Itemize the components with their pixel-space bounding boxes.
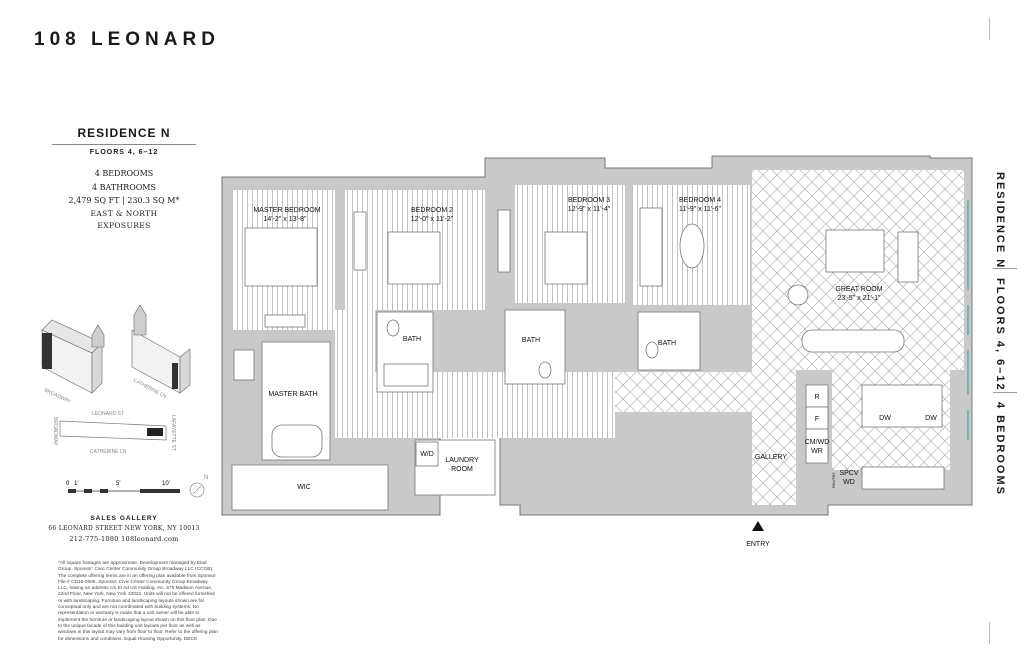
floor-corridor [615,372,752,412]
scale-0: 0 [66,481,70,487]
disclaimer: *All square footages are approximate. De… [58,561,218,642]
label-dw-1: DW [879,415,891,422]
scale-1: 1' [74,481,78,487]
residence-exposure-2: EXPOSURES [97,220,151,230]
street-lafayette: LAFAYETTE ST [170,415,176,451]
label-bedroom-3: BEDROOM 3 [568,197,610,204]
kitchen-column [805,384,829,464]
residence-title: RESIDENCE N [77,126,171,140]
label-master-bedroom: MASTER BEDROOM [253,207,320,214]
floor-wd [415,441,439,467]
street-leonard: LEONARD ST [92,411,124,417]
floor-bath-2 [504,309,566,385]
fixtures [233,229,945,490]
label-bedroom-3-dim: 12'-9" x 11'-4" [568,206,611,213]
label-gallery: GALLERY [755,454,787,461]
street-broadway: BROADWAY [52,417,58,446]
label-wd-kitchen: WD [843,479,855,486]
brand-logo: 108 LEONARD [34,29,220,50]
sales-contact: 212-775-1080 108leonard.com [69,535,179,543]
furniture-beds [244,207,705,328]
floor-gallery [752,170,796,505]
label-bedroom-4: BEDROOM 4 [679,197,721,204]
scale-5: 5' [116,481,120,487]
sales-title: SALES GALLERY [90,515,158,522]
north-arrow-icon: N [189,475,208,498]
residence-area: 2,479 SQ FT | 230.3 SQ M* [68,196,180,206]
side-bedrooms: 4 BEDROOMS [994,402,1006,496]
unit-highlight [147,428,163,436]
building-iso-1 [41,319,105,394]
entry-arrow-icon [752,521,764,531]
label-bedroom-2-dim: 12'-0" x 11'-2" [411,216,454,223]
label-laundry-1: LAUNDRY [445,457,479,464]
key-plan: BROADWAY CATHERINE LN LEONARD ST BROADWA… [41,305,208,498]
street-catherine: CATHERINE LN [90,449,127,455]
label-wd: W/D [420,451,434,458]
label-bedroom-4-dim: 11'-9" x 11'-6" [679,206,722,213]
side-residence: RESIDENCE N [994,172,1006,270]
label-great-room: GREAT ROOM [835,286,882,293]
residence-exposure-1: EAST & NORTH [90,208,158,218]
label-pantry: PANTRY [831,472,836,488]
label-f: F [815,416,819,423]
scale-bar: 0 1' 5' 10' [66,481,180,493]
label-wr: WR [811,448,823,455]
site-outline [59,420,167,441]
side-divider-2 [993,392,1017,393]
residence-info: RESIDENCE N FLOORS 4, 6–12 4 BEDROOMS 4 … [40,126,208,230]
label-cmwd: CM/WD [805,439,830,446]
label-master-bedroom-dim: 14'-2" x 13'-8" [263,216,307,223]
label-bedroom-2: BEDROOM 2 [411,207,453,214]
side-divider-1 [993,268,1017,269]
corner-tick-top [989,18,990,40]
label-great-room-dim: 23'-5" x 21'-1" [837,295,881,302]
label-entry: ENTRY [746,541,770,548]
building-iso-2 [131,305,191,394]
residence-floors: FLOORS 4, 6–12 [89,149,159,156]
floor-bath-3 [637,311,701,371]
floor-hall-west [335,310,375,438]
label-bath-3: BATH [658,340,676,347]
sales-gallery: SALES GALLERY 66 LEONARD STREET NEW YORK… [40,515,208,543]
label-spcv: SPCV [839,470,858,477]
corner-tick-bottom [989,622,990,644]
label-wic: WIC [297,484,311,491]
side-title: RESIDENCE N FLOORS 4, 6–12 4 BEDROOMS [990,170,1020,500]
residence-bathrooms: 4 BATHROOMS [92,182,156,192]
north-label: N [204,475,208,481]
scale-10: 10' [162,481,170,487]
label-r: R [814,394,819,401]
residence-bedrooms: 4 BEDROOMS [94,169,154,178]
label-bath-2: BATH [522,337,540,344]
divider [52,144,196,145]
label-laundry-2: ROOM [451,466,473,473]
label-master-bath: MASTER BATH [268,391,317,398]
sales-address: 66 LEONARD STREET NEW YORK, NY 10013 [48,525,200,532]
label-bath-1: BATH [403,336,421,343]
floor-wic [231,464,389,511]
label-dw-2: DW [925,415,937,422]
side-floors: FLOORS 4, 6–12 [994,278,1006,392]
